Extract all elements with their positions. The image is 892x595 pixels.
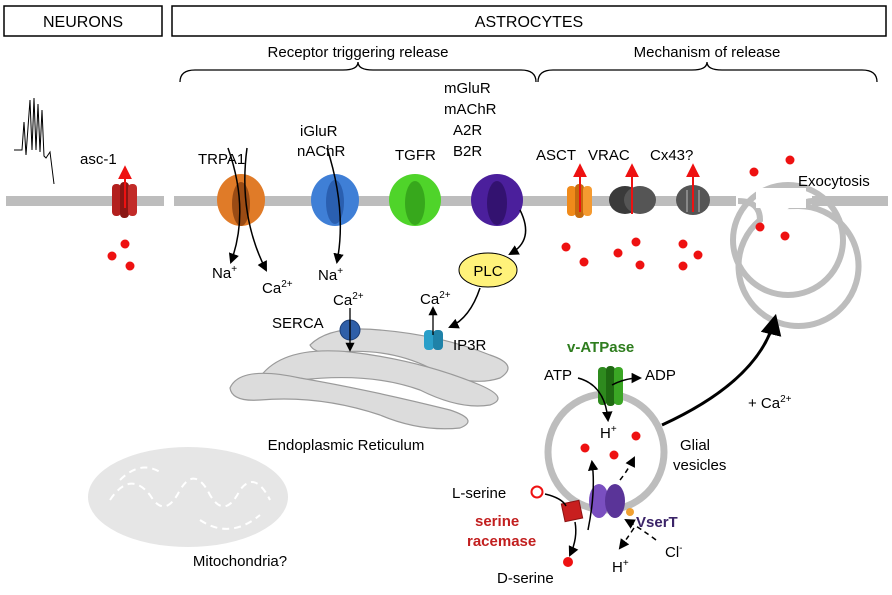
plus-ca-label: + Ca2+ xyxy=(748,394,792,412)
adp-label: ADP xyxy=(645,367,676,384)
iglur-label: iGluR xyxy=(300,123,338,140)
astrocyte-membrane xyxy=(174,196,736,206)
astrocytes-header: ASTROCYTES xyxy=(171,5,887,37)
vatpase-label: v-ATPase xyxy=(567,339,634,356)
glial-label-2: vesicles xyxy=(673,457,726,474)
tgfr-label: TGFR xyxy=(395,147,436,164)
nachr-label: nAChR xyxy=(297,143,346,160)
dserine-label: D-serine xyxy=(497,570,554,587)
ca-label-ip3r: Ca2+ xyxy=(420,290,451,308)
a2r-label: A2R xyxy=(453,122,482,139)
endoplasmic-reticulum xyxy=(229,328,509,430)
gpcr-receptor xyxy=(471,174,527,256)
serca-label: SERCA xyxy=(272,315,324,332)
serca-pump xyxy=(339,308,361,352)
mechanism-brace xyxy=(537,61,878,83)
neuron-membrane xyxy=(6,196,164,206)
exocytosis-arrow xyxy=(661,313,782,427)
action-potential-trace xyxy=(14,97,55,185)
cx43-channel xyxy=(676,163,710,215)
exocytosis-label: Exocytosis xyxy=(798,173,870,190)
tgfr-receptor xyxy=(389,174,441,226)
trpa1-label: TRPA1 xyxy=(198,151,245,168)
er-label: Endoplasmic Reticulum xyxy=(268,437,425,454)
h-label-vsert: H+ xyxy=(612,558,629,576)
iglur-channel xyxy=(311,147,359,265)
b2r-label: B2R xyxy=(453,143,482,160)
trpa1-channel xyxy=(217,147,267,272)
vrac-label: VRAC xyxy=(588,147,630,164)
atp-label: ATP xyxy=(544,367,572,384)
machr-label: mAChR xyxy=(444,101,497,118)
receptor-brace xyxy=(179,61,537,83)
asc1-transporter xyxy=(112,165,137,218)
neurons-header: NEURONS xyxy=(3,5,163,37)
glial-label-1: Glial xyxy=(680,437,710,454)
serine-racemase-enzyme xyxy=(530,485,584,567)
mito-label: Mitochondria? xyxy=(193,553,287,570)
astrocytes-header-label: ASTROCYTES xyxy=(475,14,583,31)
ca-label-trpa1: Ca2+ xyxy=(262,279,293,297)
neurons-header-label: NEURONS xyxy=(43,14,123,31)
ip3r-label: IP3R xyxy=(453,337,487,354)
lserine-label: L-serine xyxy=(452,485,506,502)
vsert-transporter xyxy=(587,456,657,550)
vsert-label: VserT xyxy=(636,514,678,531)
na-label-iglur: Na+ xyxy=(318,266,343,284)
asct-label: ASCT xyxy=(536,147,576,164)
ip3r-channel xyxy=(424,306,443,350)
vrac-channel xyxy=(609,163,656,214)
na-label-trpa1: Na+ xyxy=(212,264,237,282)
racemase-label-1: serine xyxy=(475,513,519,530)
vatpase-pump xyxy=(577,366,643,423)
mglur-label: mGluR xyxy=(444,80,491,97)
receptor-section-label: Receptor triggering release xyxy=(268,44,449,61)
racemase-label-2: racemase xyxy=(467,533,536,550)
exocytosis-vesicle xyxy=(735,198,862,329)
cx43-label: Cx43? xyxy=(650,147,693,164)
mitochondria xyxy=(88,447,288,547)
glial-vesicle-dots xyxy=(580,431,641,460)
cl-label: Cl- xyxy=(665,543,683,561)
plc-enzyme: PLC xyxy=(448,252,518,329)
asc1-label: asc-1 xyxy=(80,151,117,168)
plc-label: PLC xyxy=(473,263,502,280)
h-label-vesicle: H+ xyxy=(600,424,617,442)
asct-transporter xyxy=(567,163,592,218)
ca-label-serca: Ca2+ xyxy=(333,291,364,309)
exocytosis-vesicle-ring xyxy=(730,182,846,298)
dserine-dots xyxy=(107,155,795,271)
mechanism-section-label: Mechanism of release xyxy=(634,44,781,61)
exocytosis-pore xyxy=(756,188,806,208)
